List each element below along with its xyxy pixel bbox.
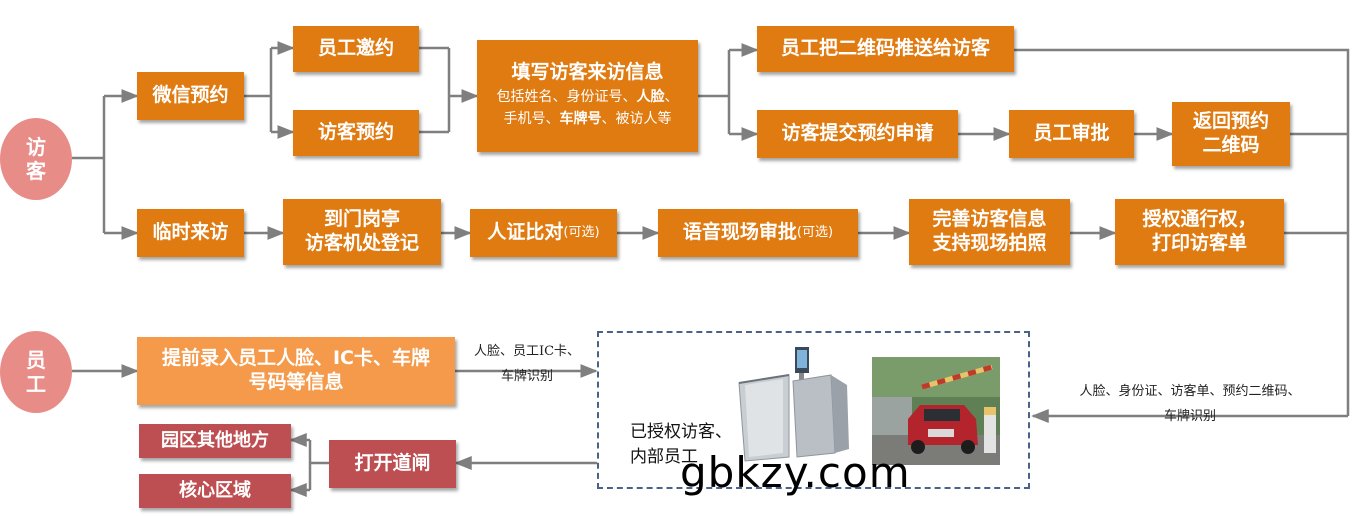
fill-info-line-2a: 手机号、 (503, 110, 560, 127)
register-line-2: 访客机处登记 (304, 232, 419, 254)
staff-node: 员 工 (0, 331, 72, 413)
staff-label-1: 员 (26, 348, 46, 372)
visitor-label-1: 访 (26, 135, 46, 159)
voice-approve-box: 语音现场审批(可选) (658, 209, 858, 257)
voice-approve-optional: (可选) (796, 224, 834, 240)
authorize-line-2: 打印访客单 (1151, 232, 1247, 254)
temp-visit-label: 临时来访 (152, 221, 229, 244)
visitor-recognition-line-1: 人脸、身份证、访客单、预约二维码、 (1079, 384, 1301, 399)
barrier-gate-photo-drawing (872, 357, 1000, 465)
authorized-people-line-2: 内部员工 (630, 446, 698, 467)
fill-info-box: 填写访客来访信息 包括姓名、身份证号、人脸、 手机号、车牌号、被访人等 (477, 40, 698, 152)
authorize-line-1: 授权通行权， (1142, 208, 1257, 231)
staff-invite-label: 员工邀约 (317, 37, 394, 60)
pre-record-line-2: 号码等信息 (248, 371, 344, 393)
fill-info-title: 填写访客来访信息 (511, 61, 664, 84)
fill-info-line-2b: 车牌号 (559, 110, 602, 127)
complete-info-box: 完善访客信息 支持现场拍照 (909, 199, 1070, 265)
visitor-node: 访 客 (0, 118, 72, 200)
watermark-text: gbkzy.com (680, 448, 911, 497)
visitor-reserve-box: 访客预约 (293, 110, 419, 156)
register-line-1: 到门岗亭 (323, 208, 400, 231)
staff-recognition-line-1: 人脸、员工IC卡、 (473, 344, 581, 359)
staff-invite-box: 员工邀约 (293, 26, 419, 72)
authorized-people-text: 已授权访客、 内部员工 (630, 420, 732, 469)
pre-record-line-1: 提前录入员工人脸、IC卡、车牌 (161, 347, 430, 370)
fill-info-line-1: 包括姓名、身份证号、人脸、 (497, 87, 679, 109)
staff-recognition-label: 人脸、员工IC卡、 车牌识别 (458, 340, 596, 389)
fill-info-detail: 包括姓名、身份证号、人脸、 手机号、车牌号、被访人等 (497, 87, 679, 130)
authorize-box: 授权通行权， 打印访客单 (1115, 199, 1284, 265)
open-gate-label: 打开道闸 (354, 452, 431, 475)
fill-info-line-2c: 、被访人等 (601, 110, 672, 127)
id-compare-optional: (可选) (563, 224, 600, 240)
wechat-reserve-box: 微信预约 (137, 72, 244, 120)
pre-record-box: 提前录入员工人脸、IC卡、车牌 号码等信息 (137, 337, 455, 405)
submit-request-box: 访客提交预约申请 (757, 110, 958, 158)
staff-approve-box: 员工审批 (1009, 110, 1134, 158)
fill-info-line-2: 手机号、车牌号、被访人等 (497, 109, 679, 131)
submit-request-label: 访客提交预约申请 (781, 122, 934, 145)
register-box: 到门岗亭 访客机处登记 (283, 199, 441, 265)
core-area-box: 核心区域 (139, 474, 291, 508)
voice-approve-label: 语音现场审批 (682, 221, 797, 244)
turnstile-gate-image (738, 347, 849, 462)
visitor-reserve-label: 访客预约 (317, 121, 394, 144)
barrier-gate-photo (872, 357, 1000, 465)
temp-visit-box: 临时来访 (137, 209, 244, 257)
open-gate-box: 打开道闸 (329, 440, 456, 488)
fill-info-line-1a: 包括姓名、身份证号、 (496, 89, 637, 106)
fill-info-line-1b: 人脸 (636, 89, 665, 106)
fill-info-line-1c: 、 (664, 89, 679, 106)
gate-area-frame (597, 331, 1030, 489)
authorized-people-line-1: 已授权访客、 (630, 422, 732, 442)
staff-approve-label: 员工审批 (1033, 122, 1110, 145)
wechat-reserve-label: 微信预约 (152, 84, 229, 107)
line-right-trunk (1014, 48, 1350, 416)
other-area-label: 园区其他地方 (161, 429, 269, 451)
staff-recognition-line-2: 车牌识别 (500, 368, 553, 384)
staff-label-2: 工 (26, 372, 46, 396)
visitor-label-2: 客 (26, 159, 46, 183)
push-qr-label: 员工把二维码推送给访客 (780, 37, 990, 60)
push-qr-box: 员工把二维码推送给访客 (757, 26, 1014, 72)
id-compare-label: 人证比对 (487, 221, 564, 244)
visitor-recognition-label: 人脸、身份证、访客单、预约二维码、 车牌识别 (1036, 380, 1344, 429)
return-qr-line-2: 二维码 (1202, 134, 1260, 156)
id-compare-box: 人证比对(可选) (470, 209, 617, 257)
complete-info-line-2: 支持现场拍照 (932, 232, 1047, 254)
return-qr-line-1: 返回预约 (1192, 110, 1269, 133)
visitor-recognition-line-2: 车牌识别 (1163, 408, 1216, 424)
core-area-label: 核心区域 (179, 479, 251, 501)
complete-info-line-1: 完善访客信息 (932, 208, 1047, 231)
return-qr-box: 返回预约 二维码 (1172, 102, 1290, 166)
other-area-box: 园区其他地方 (139, 424, 291, 458)
